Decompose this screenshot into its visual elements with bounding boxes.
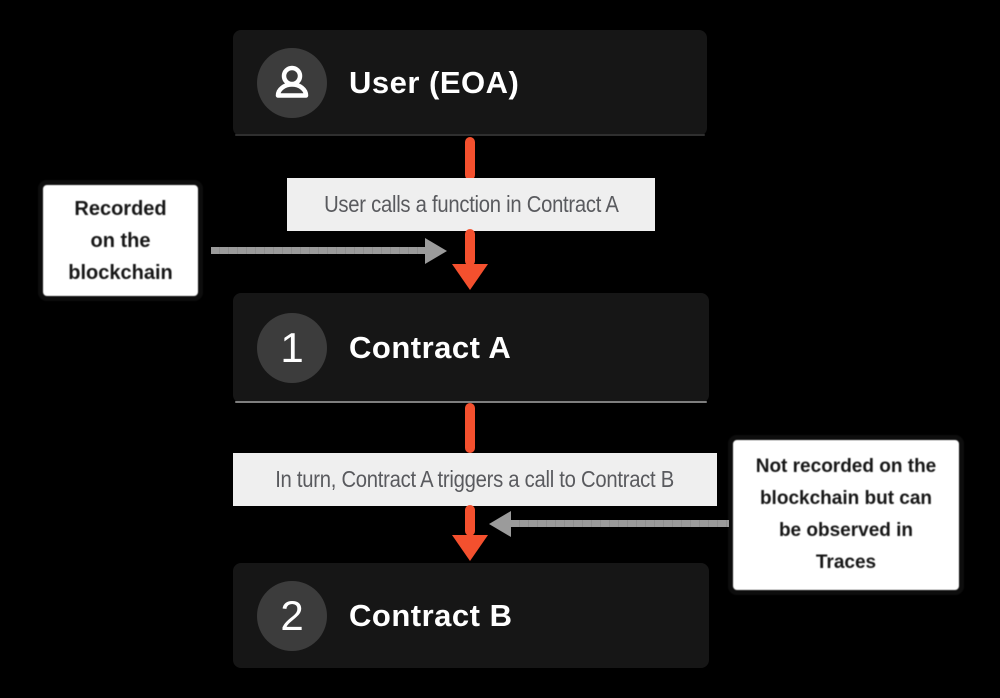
node-contract-a: 1 Contract A	[233, 293, 709, 403]
node-title-contract-a: Contract A	[349, 330, 512, 365]
user-avatar	[257, 48, 327, 118]
step-badge-2: 2	[257, 580, 327, 651]
arrow-user-to-a-head	[452, 264, 488, 290]
edge-label-a-triggers-b: In turn, Contract A triggers a call to C…	[233, 453, 717, 506]
arrow-a-to-b-shaft-top	[465, 403, 475, 453]
user-icon	[275, 65, 309, 98]
step-badge-1: 1	[257, 313, 327, 383]
gray-arrow-right-head	[489, 511, 511, 537]
arrow-a-to-b-shaft-bottom	[465, 505, 475, 536]
node-contract-a-underline	[235, 401, 707, 403]
gray-arrow-left-head	[425, 238, 447, 264]
note-recorded-on-blockchain: Recorded on the blockchain	[38, 180, 203, 301]
node-title-contract-b: Contract B	[349, 597, 513, 633]
note-not-recorded-traces: Not recorded on the blockchain but can b…	[728, 435, 964, 595]
node-user-eoa: User (EOA)	[233, 30, 707, 136]
gray-arrow-left-line	[211, 247, 425, 254]
node-user-underline	[235, 134, 705, 136]
arrow-user-to-a-shaft-bottom	[465, 229, 475, 266]
node-title-user: User (EOA)	[349, 65, 520, 100]
gray-arrow-right-line	[511, 520, 729, 527]
node-contract-b: 2 Contract B	[233, 563, 709, 668]
arrow-user-to-a-shaft-top	[465, 137, 475, 180]
edge-label-user-calls: User calls a function in Contract A	[287, 178, 655, 231]
arrow-a-to-b-head	[452, 535, 488, 561]
